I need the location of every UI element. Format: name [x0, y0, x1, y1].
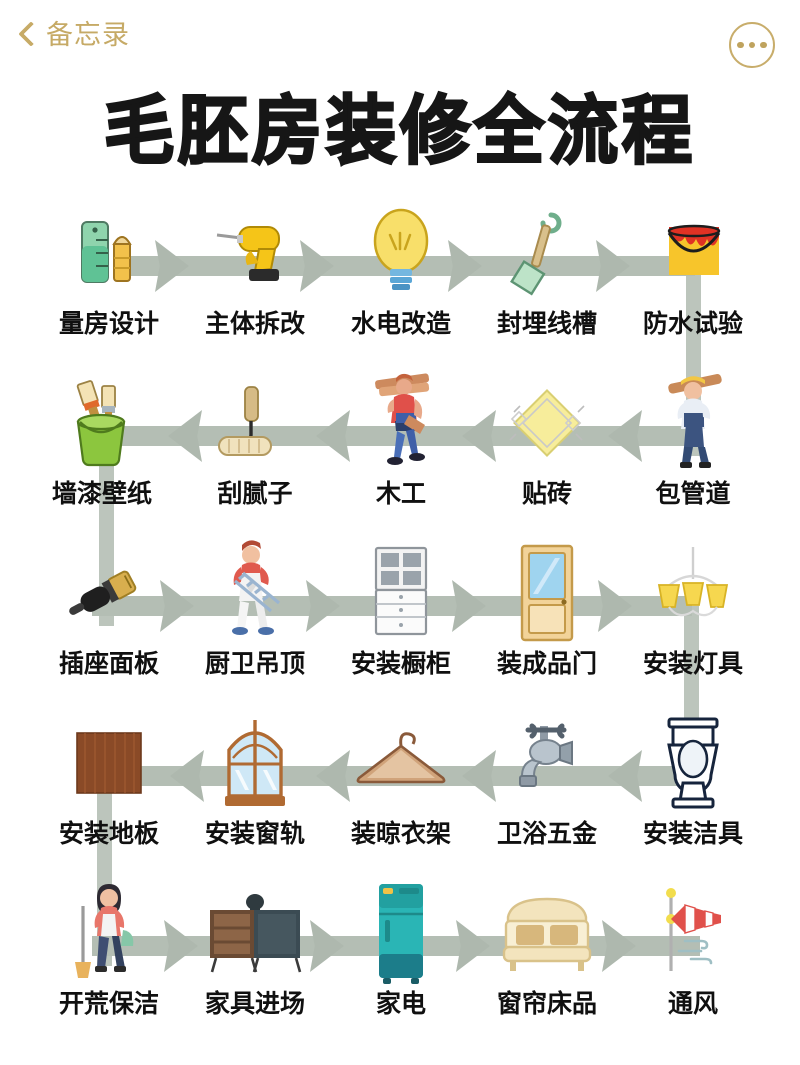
flow-step[interactable]: 封埋线槽	[472, 200, 622, 373]
flow-step[interactable]: 安装洁具	[618, 710, 768, 883]
back-label: 备忘录	[46, 20, 130, 50]
flow-step-label: 安装洁具	[642, 819, 743, 848]
page-title: 毛胚房装修全流程	[103, 86, 696, 176]
flow-row-2: 墙漆壁纸 刮腻子	[0, 370, 800, 543]
flow-row-1: 量房设计 主体拆改	[0, 200, 800, 373]
flow-step-label: 主体拆改	[204, 309, 305, 338]
flow-step-label: 家电	[375, 989, 426, 1018]
flow-step-label: 包管道	[655, 479, 731, 508]
sideboard-icon	[180, 880, 330, 985]
flow-step[interactable]: 开荒保洁	[34, 880, 184, 1053]
door-icon	[472, 540, 622, 645]
flow-step-label: 窗帘床品	[496, 989, 597, 1018]
chevron-left-icon	[18, 20, 36, 50]
flow-step[interactable]: 通风	[618, 880, 768, 1053]
faucet-icon	[472, 710, 622, 815]
flow-row-5: 开荒保洁	[0, 880, 800, 1053]
flow-step[interactable]: 卫浴五金	[472, 710, 622, 883]
flow-step-label: 封埋线槽	[496, 309, 597, 338]
refrigerator-icon	[326, 880, 476, 985]
flow-step-label: 卫浴五金	[496, 819, 597, 848]
flow-step-label: 装成品门	[496, 649, 597, 678]
flow-step-label: 安装橱柜	[350, 649, 451, 678]
flow-step-label: 插座面板	[58, 649, 159, 678]
windsock-icon	[618, 880, 768, 985]
app-header: 备忘录	[0, 0, 800, 92]
renovation-flow-diagram: 量房设计 主体拆改	[0, 200, 800, 1065]
chandelier-icon	[618, 540, 768, 645]
power-drill-icon	[180, 200, 330, 305]
flow-step[interactable]: 贴砖	[472, 370, 622, 543]
flow-step[interactable]: 包管道	[618, 370, 768, 543]
flow-step-label: 家具进场	[204, 989, 305, 1018]
clothes-hanger-icon	[326, 710, 476, 815]
ruler-pencil-icon	[34, 200, 184, 305]
flow-step[interactable]: 家电	[326, 880, 476, 1053]
wood-floor-icon	[34, 710, 184, 815]
paint-roller-icon	[180, 370, 330, 475]
ladder-worker-icon	[180, 539, 330, 645]
flow-step[interactable]: 窗帘床品	[472, 880, 622, 1053]
flow-row-3: 插座面板	[0, 539, 800, 713]
socket-plug-icon	[34, 540, 184, 645]
flow-step[interactable]: 装晾衣架	[326, 710, 476, 883]
flow-step[interactable]: 刮腻子	[180, 370, 330, 543]
flow-step-label: 装晾衣架	[350, 819, 451, 848]
shovel-icon	[472, 200, 622, 305]
flow-step[interactable]: 木工	[326, 370, 476, 543]
flow-step[interactable]: 安装窗轨	[180, 710, 330, 883]
flow-step[interactable]: 安装橱柜	[326, 540, 476, 713]
flow-step-label: 防水试验	[642, 309, 743, 338]
flow-step[interactable]: 水电改造	[326, 200, 476, 373]
dot-2	[748, 41, 756, 49]
flow-step[interactable]: 装成品门	[472, 540, 622, 713]
dot-3	[760, 41, 767, 49]
paint-bucket-icon	[618, 200, 768, 305]
cleaning-woman-icon	[34, 880, 184, 985]
toilet-icon	[618, 710, 768, 815]
flow-step[interactable]: 防水试验	[618, 200, 768, 373]
flow-step-label: 贴砖	[521, 479, 572, 508]
ellipsis-icon[interactable]	[729, 22, 775, 68]
flow-step-label: 开荒保洁	[58, 989, 159, 1018]
pipe-worker-icon	[618, 370, 768, 475]
flow-step[interactable]: 厨卫吊顶	[180, 539, 330, 713]
cabinet-icon	[326, 540, 476, 645]
dot-1	[737, 41, 744, 49]
flow-step[interactable]: 墙漆壁纸	[27, 370, 177, 543]
flow-step-label: 通风	[667, 989, 718, 1018]
light-bulb-icon	[326, 200, 476, 305]
window-icon	[180, 710, 330, 815]
carpenter-worker-icon	[326, 370, 476, 475]
flow-step[interactable]: 主体拆改	[180, 200, 330, 373]
flow-step-label: 木工	[375, 479, 426, 508]
flow-step[interactable]: 安装地板	[34, 710, 184, 883]
flow-step-label: 安装灯具	[642, 649, 743, 678]
back-button[interactable]: 备忘录	[18, 20, 130, 50]
flow-step-label: 水电改造	[350, 309, 451, 338]
flow-step-label: 墙漆壁纸	[51, 479, 152, 508]
flow-step-label: 安装窗轨	[204, 819, 305, 848]
paint-can-brush-icon	[27, 370, 177, 475]
flow-step[interactable]: 安装灯具	[618, 540, 768, 713]
flow-step[interactable]: 量房设计	[34, 200, 184, 373]
flow-step-label: 厨卫吊顶	[204, 649, 305, 678]
flow-step[interactable]: 家具进场	[180, 880, 330, 1053]
bed-icon	[472, 880, 622, 985]
flow-step[interactable]: 插座面板	[34, 540, 184, 713]
flow-step-label: 刮腻子	[217, 479, 293, 508]
flow-row-4: 安装地板 安装窗轨	[0, 710, 800, 883]
flow-step-label: 安装地板	[58, 819, 159, 848]
tile-icon	[472, 370, 622, 475]
flow-step-label: 量房设计	[58, 309, 159, 338]
